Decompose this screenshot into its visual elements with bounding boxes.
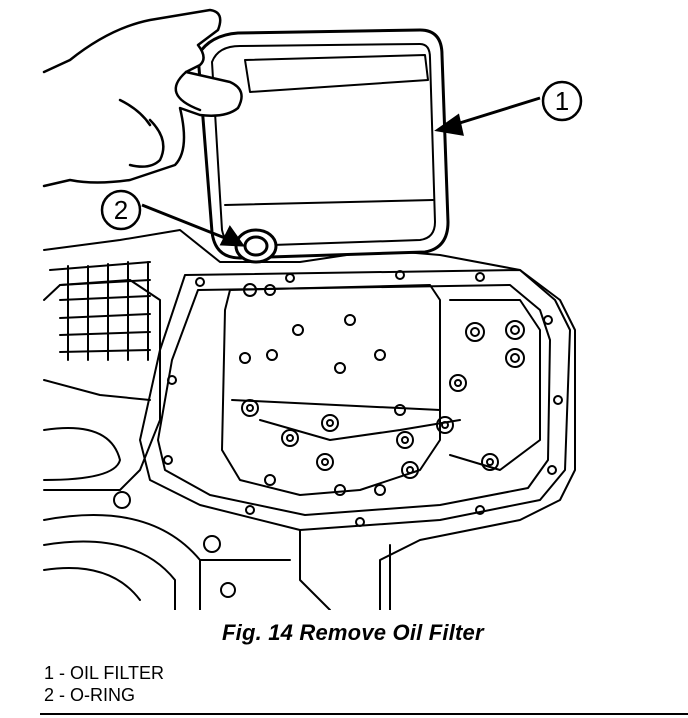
callout-arrows xyxy=(141,96,541,247)
bell-housing xyxy=(43,427,236,610)
legend-number: 1 xyxy=(44,663,55,683)
oil-filter xyxy=(196,28,450,260)
transmission-case xyxy=(43,229,576,610)
callout-2-number: 2 xyxy=(114,195,128,225)
legend-separator: - xyxy=(54,685,71,705)
oil-pan-rail xyxy=(139,269,571,531)
case-ribs xyxy=(49,261,151,361)
callout-2: 2 xyxy=(100,189,142,231)
callout-1-number: 1 xyxy=(555,86,569,116)
o-ring xyxy=(234,228,278,264)
legend-separator: - xyxy=(54,663,71,683)
valve-body xyxy=(221,284,441,496)
legend-number: 2 xyxy=(44,685,55,705)
legend: 1 - OIL FILTER 2 - O-RING xyxy=(44,662,164,706)
legend-label: O-RING xyxy=(70,685,136,705)
legend-label: OIL FILTER xyxy=(70,663,165,683)
gasket-bolts xyxy=(163,270,563,527)
transmission-illustration: 1 2 xyxy=(42,8,583,610)
bottom-rule xyxy=(40,713,688,715)
hand xyxy=(42,8,243,188)
callout-1: 1 xyxy=(541,80,583,122)
legend-item: 2 - O-RING xyxy=(44,684,164,706)
figure-caption: Fig. 14 Remove Oil Filter xyxy=(222,620,484,645)
legend-item: 1 - OIL FILTER xyxy=(44,662,164,684)
valve-body-bolts xyxy=(239,283,525,496)
